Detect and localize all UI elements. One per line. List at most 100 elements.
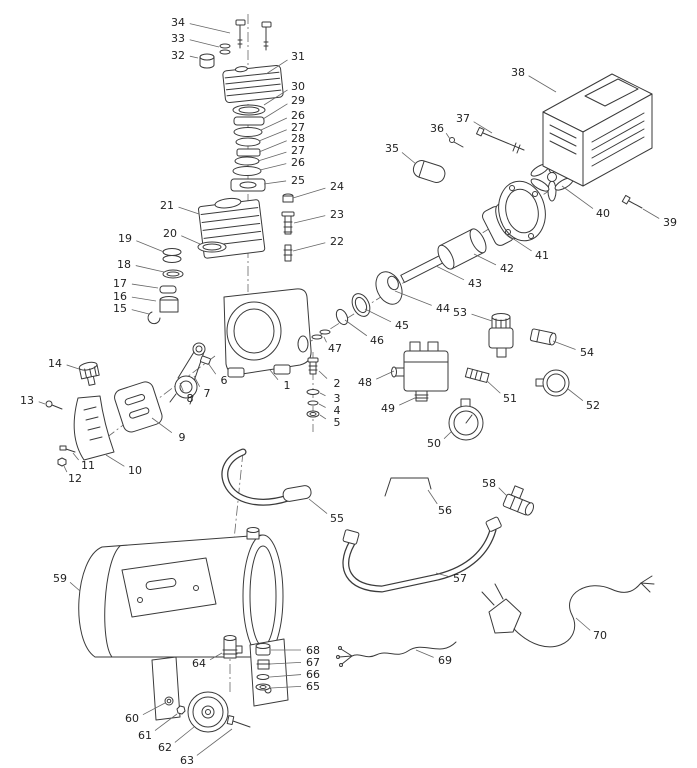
leader-line-part-34 xyxy=(189,23,231,34)
leader-line-part-14 xyxy=(66,364,80,370)
part-number-13: 13 xyxy=(20,394,34,407)
part-number-37: 37 xyxy=(456,112,470,125)
leader-line-part-46 xyxy=(344,319,368,337)
leader-line-part-66 xyxy=(269,674,302,678)
connecting-rod-drawing xyxy=(169,342,211,405)
part-number-25: 25 xyxy=(291,174,305,187)
part-number-15: 15 xyxy=(113,302,127,315)
leader-line-part-60 xyxy=(142,702,166,716)
part-number-18: 18 xyxy=(117,258,131,271)
part-number-62: 62 xyxy=(158,741,172,754)
handle-drawing xyxy=(221,448,312,506)
leader-line-part-32 xyxy=(189,55,199,59)
leader-line-part-26 xyxy=(259,163,287,171)
backing-plate-drawing xyxy=(114,381,163,433)
pipe-nipple-drawing xyxy=(464,367,490,383)
fan-shroud-drawing xyxy=(542,73,653,187)
part-number-11: 11 xyxy=(81,459,95,472)
part-number-19: 19 xyxy=(118,232,132,245)
tank-drawing xyxy=(78,527,289,721)
leader-line-part-31 xyxy=(265,59,288,75)
bolt-and-nut-drawing xyxy=(57,445,76,467)
part-number-41: 41 xyxy=(535,249,549,262)
leader-line-part-6 xyxy=(207,362,217,375)
leader-line-part-20 xyxy=(181,235,201,245)
leader-line-part-52 xyxy=(567,388,584,402)
part-number-67: 67 xyxy=(306,656,320,669)
unloader-tube-drawing xyxy=(384,477,432,497)
pressure-switch-drawing xyxy=(391,341,449,402)
gauge-large-drawing xyxy=(448,398,484,441)
part-number-35: 35 xyxy=(385,142,399,155)
outlet-pipe-drawing xyxy=(342,516,502,593)
rotor-drawing xyxy=(437,228,487,270)
part-number-31: 31 xyxy=(291,50,305,63)
leader-line-part-8 xyxy=(179,382,184,392)
part-number-39: 39 xyxy=(663,216,677,229)
piston-and-rings-drawing xyxy=(147,241,227,325)
part-number-56: 56 xyxy=(438,504,452,517)
part-number-49: 49 xyxy=(381,402,395,415)
leader-line-part-11 xyxy=(72,452,79,461)
part-number-43: 43 xyxy=(468,277,482,290)
leader-line-part-27 xyxy=(258,129,287,142)
part-number-47: 47 xyxy=(328,342,342,355)
head-fasteners-drawing xyxy=(199,19,272,69)
part-number-26: 26 xyxy=(291,109,305,122)
leader-line-part-51 xyxy=(486,380,501,394)
leader-line-part-70 xyxy=(575,617,591,631)
wheel-axle-drawing xyxy=(164,691,251,733)
part-number-30: 30 xyxy=(291,80,305,93)
outlet-fitting-drawing xyxy=(529,328,557,346)
leader-line-part-53 xyxy=(471,313,493,322)
leader-line-part-44 xyxy=(394,290,432,306)
part-number-3: 3 xyxy=(334,392,341,405)
cylinder-head-drawing xyxy=(222,64,284,104)
part-number-51: 51 xyxy=(503,392,517,405)
leader-line-part-30 xyxy=(263,89,288,106)
leader-line-part-69 xyxy=(415,649,434,658)
part-number-42: 42 xyxy=(500,262,514,275)
wire-harness-drawing xyxy=(336,641,457,667)
leader-line-part-29 xyxy=(262,103,288,120)
leader-line-part-61 xyxy=(154,713,178,731)
leader-line-part-35 xyxy=(401,152,417,165)
motor-fasteners-drawing xyxy=(449,126,643,209)
leader-line-part-50 xyxy=(443,431,452,439)
leader-line-part-7 xyxy=(193,375,201,387)
part-number-36: 36 xyxy=(430,122,444,135)
part-number-7: 7 xyxy=(204,387,211,400)
part-number-58: 58 xyxy=(482,477,496,490)
leader-line-part-67 xyxy=(269,661,302,665)
part-number-27: 27 xyxy=(291,121,305,134)
gauge-small-drawing xyxy=(535,369,570,397)
leader-line-part-27 xyxy=(257,151,287,162)
leader-line-part-37 xyxy=(473,121,493,134)
leader-line-part-62 xyxy=(174,726,195,743)
part-number-52: 52 xyxy=(586,399,600,412)
part-number-6: 6 xyxy=(221,374,228,387)
part-number-68: 68 xyxy=(306,644,320,657)
part-number-65: 65 xyxy=(306,680,320,693)
part-number-22: 22 xyxy=(330,235,344,248)
part-number-32: 32 xyxy=(171,49,185,62)
leader-line-part-2 xyxy=(318,370,328,379)
part-number-33: 33 xyxy=(171,32,185,45)
valve-plate-stack-drawing xyxy=(230,104,266,192)
part-number-38: 38 xyxy=(511,66,525,79)
part-number-17: 17 xyxy=(113,277,127,290)
leader-line-part-41 xyxy=(505,233,532,252)
part-number-20: 20 xyxy=(163,227,177,240)
leader-line-part-40 xyxy=(561,185,594,209)
leader-line-part-36 xyxy=(445,132,451,140)
part-number-45: 45 xyxy=(395,319,409,332)
part-number-50: 50 xyxy=(427,437,441,450)
leader-line-part-64 xyxy=(209,652,223,661)
leader-line-part-26 xyxy=(260,117,288,131)
leader-line-part-33 xyxy=(189,39,220,48)
part-number-70: 70 xyxy=(593,629,607,642)
part-number-57: 57 xyxy=(453,572,467,585)
leader-line-part-25 xyxy=(263,180,287,185)
part-number-59: 59 xyxy=(53,572,67,585)
